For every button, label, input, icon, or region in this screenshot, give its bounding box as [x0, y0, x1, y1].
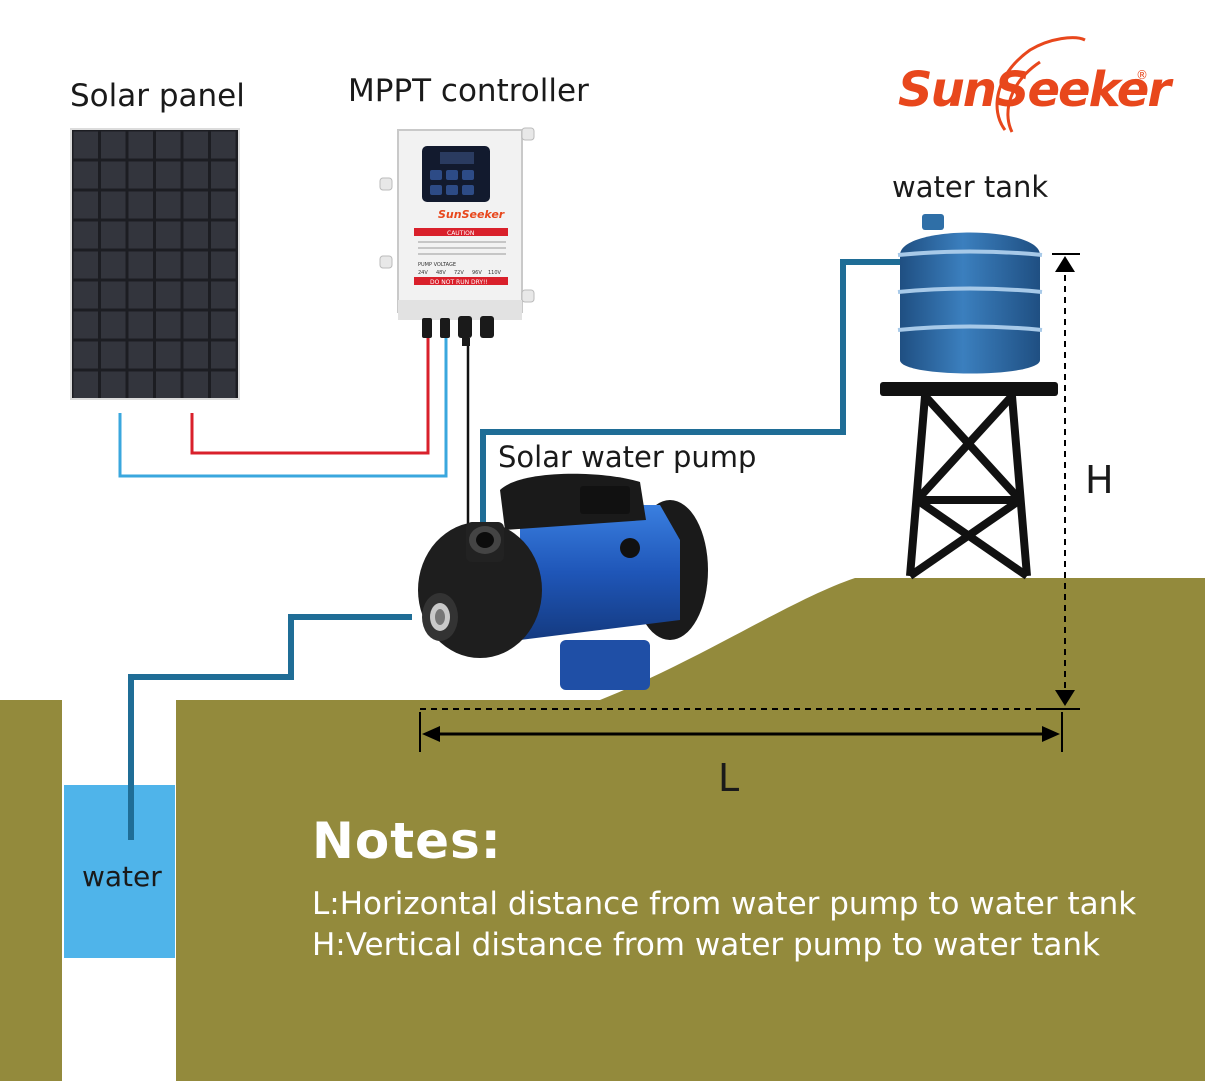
controller-voltage-2: 48V — [436, 270, 446, 276]
label-dimension-l: L — [718, 756, 740, 800]
controller-pump-voltage: PUMP VOLTAGE — [418, 262, 456, 268]
water-pump — [418, 473, 708, 690]
well-water — [64, 785, 175, 958]
controller-caution: CAUTION — [447, 230, 474, 237]
ground — [0, 700, 62, 1081]
controller-brand: SunSeeker — [438, 208, 505, 221]
water-tank — [897, 214, 1043, 374]
note-h-definition: H:Vertical distance from water pump to w… — [312, 927, 1100, 963]
controller-voltage-1: 24V — [418, 270, 428, 276]
label-mppt-controller: MPPT controller — [348, 73, 589, 109]
solar-panel — [70, 128, 240, 400]
note-l-definition: L:Horizontal distance from water pump to… — [312, 886, 1137, 922]
controller-warning: DO NOT RUN DRY!! — [430, 279, 488, 286]
wire-blue — [118, 338, 448, 478]
label-solar-panel: Solar panel — [70, 78, 245, 114]
controller-voltage-5: 110V — [488, 270, 502, 276]
brand-logo: SunSeeker — [898, 62, 1171, 118]
ground-main — [176, 578, 1205, 1081]
mppt-controller: SunSeeker CAUTION PUMP VOLTAGE 24V 48V 7… — [379, 127, 535, 346]
label-water-tank: water tank — [892, 170, 1049, 204]
label-dimension-h: H — [1085, 458, 1114, 502]
tank-tower — [880, 382, 1058, 580]
controller-voltage-4: 96V — [472, 270, 482, 276]
brand-swoosh-icon — [995, 36, 1086, 133]
notes-title: Notes: — [312, 812, 502, 870]
brand-registered: ® — [1136, 68, 1148, 82]
dimension-l — [419, 708, 1063, 752]
label-solar-water-pump: Solar water pump — [498, 440, 757, 474]
label-water: water — [82, 860, 162, 893]
pipe-inlet — [128, 614, 412, 840]
controller-voltage-3: 72V — [454, 270, 464, 276]
pipe-outlet — [480, 259, 900, 530]
wire-red — [190, 338, 430, 455]
